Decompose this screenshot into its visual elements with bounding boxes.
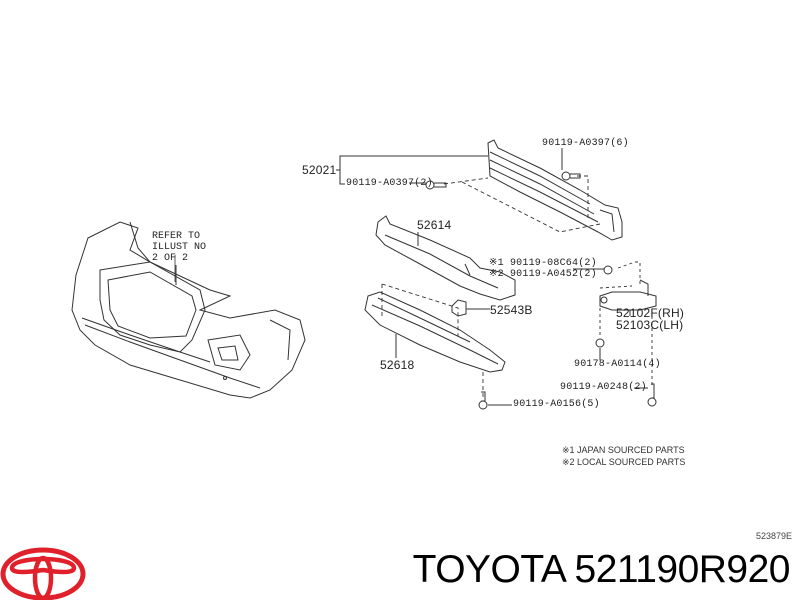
callout-90119-a0397-6[interactable]: 90119-A0397(6): [542, 138, 629, 149]
callout-bolt-local[interactable]: ※2 90119-A0452(2): [489, 269, 597, 280]
callout-90178-a0114[interactable]: 90178-A0114(4): [574, 359, 661, 370]
energy-absorber-drawing: [375, 215, 516, 301]
callout-52614[interactable]: 52614: [417, 218, 452, 232]
callout-90119-a0248[interactable]: 90119-A0248(2): [560, 382, 647, 393]
callout-52103c-lh[interactable]: 52103C(LH): [616, 318, 684, 332]
bolt-drawing: [478, 391, 488, 410]
callout-52618[interactable]: 52618: [380, 358, 415, 372]
reinforcement-bar-drawing: [487, 139, 623, 241]
callout-52102f-rh[interactable]: 52102F(RH): [616, 306, 685, 320]
bolt-drawing: [425, 171, 581, 190]
callout-90119-a0397-2[interactable]: 90119-A0397(2): [346, 178, 433, 189]
legend-local-sourced: ※2 LOCAL SOURCED PARTS: [562, 457, 686, 467]
callout-52543b[interactable]: 52543B: [490, 303, 533, 317]
bolt-drawing: [595, 265, 657, 407]
callout-90119-a0156[interactable]: 90119-A0156(5): [513, 399, 600, 410]
under-cover-drawing: [364, 291, 506, 373]
illustration-code: 523879E: [755, 531, 792, 541]
legend-japan-sourced: ※1 JAPAN SOURCED PARTS: [562, 445, 685, 455]
callout-52021[interactable]: 52021: [302, 163, 337, 177]
toyota-logo-icon: [0, 547, 86, 600]
bracket-drawing: [599, 279, 657, 311]
refer-to-illustration-note: REFER TO ILLUST NO 2 OF 2: [152, 231, 207, 264]
bumper-cover-drawing: [71, 221, 306, 399]
callout-bolt-japan[interactable]: ※1 90119-08C64(2): [489, 258, 597, 269]
clip-drawing: [451, 299, 467, 317]
page-title: TOYOTA 521190R920: [412, 548, 791, 591]
